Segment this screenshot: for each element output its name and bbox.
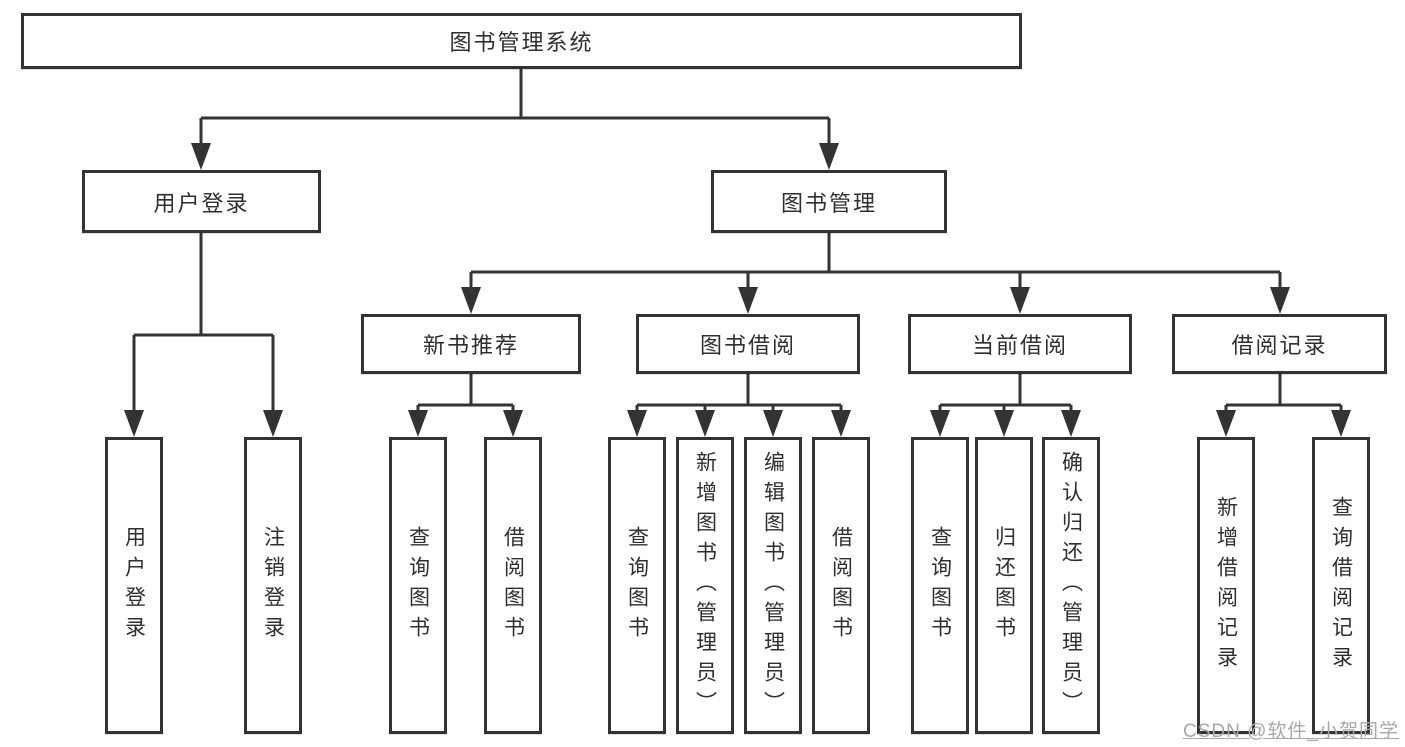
node-confirm-return-admin: 确认归还（管理员）	[1042, 437, 1100, 734]
node-borrow-books-borrowing: 借阅图书	[812, 437, 870, 734]
node-add-borrow-record: 新增借阅记录	[1197, 437, 1255, 734]
watermark-text: CSDN @软件_小贺同学	[1183, 721, 1399, 742]
node-library-system: 图书管理系统	[21, 13, 1022, 69]
node-add-book-admin: 新增图书（管理员）	[676, 437, 734, 734]
node-user-login-leaf: 用户登录	[105, 437, 163, 734]
node-query-books-current: 查询图书	[911, 437, 969, 734]
node-user-login: 用户登录	[82, 170, 321, 233]
node-query-borrow-record: 查询借阅记录	[1312, 437, 1370, 734]
tree-edges	[132, 69, 1343, 413]
node-book-management: 图书管理	[711, 170, 947, 233]
node-query-books-borrowing: 查询图书	[608, 437, 666, 734]
node-current-borrowing: 当前借阅	[908, 314, 1132, 374]
node-logout: 注销登录	[244, 437, 302, 734]
node-query-books-recommend: 查询图书	[389, 437, 447, 734]
node-borrowing-records: 借阅记录	[1172, 314, 1387, 374]
node-book-borrowing: 图书借阅	[636, 314, 860, 374]
node-borrow-books-recommend: 借阅图书	[484, 437, 542, 734]
node-new-book-recommendation: 新书推荐	[361, 314, 581, 374]
node-edit-book-admin: 编辑图书（管理员）	[744, 437, 802, 734]
node-return-book: 归还图书	[975, 437, 1033, 734]
